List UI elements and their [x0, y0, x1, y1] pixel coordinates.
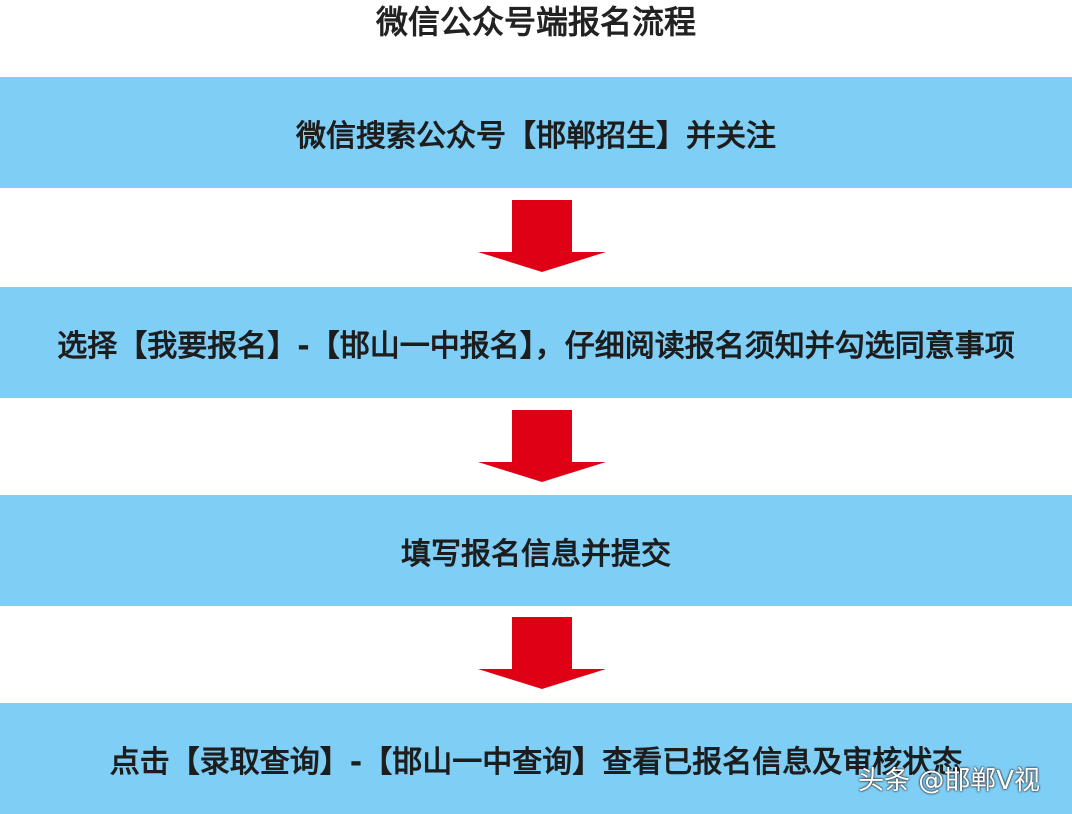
step-2: 选择【我要报名】-【邯山一中报名】，仔细阅读报名须知并勾选同意事项 — [0, 287, 1072, 398]
down-arrow-icon — [478, 200, 606, 272]
watermark: 头条 @邯郸V视 — [858, 766, 1041, 796]
step-1: 微信搜索公众号【邯郸招生】并关注 — [0, 77, 1072, 188]
step-4: 点击【录取查询】-【邯山一中查询】查看已报名信息及审核状态 — [0, 703, 1072, 814]
step-3: 填写报名信息并提交 — [0, 495, 1072, 606]
down-arrow-icon — [478, 410, 606, 482]
down-arrow-icon — [478, 617, 606, 689]
diagram-title: 微信公众号端报名流程 — [375, 3, 696, 41]
